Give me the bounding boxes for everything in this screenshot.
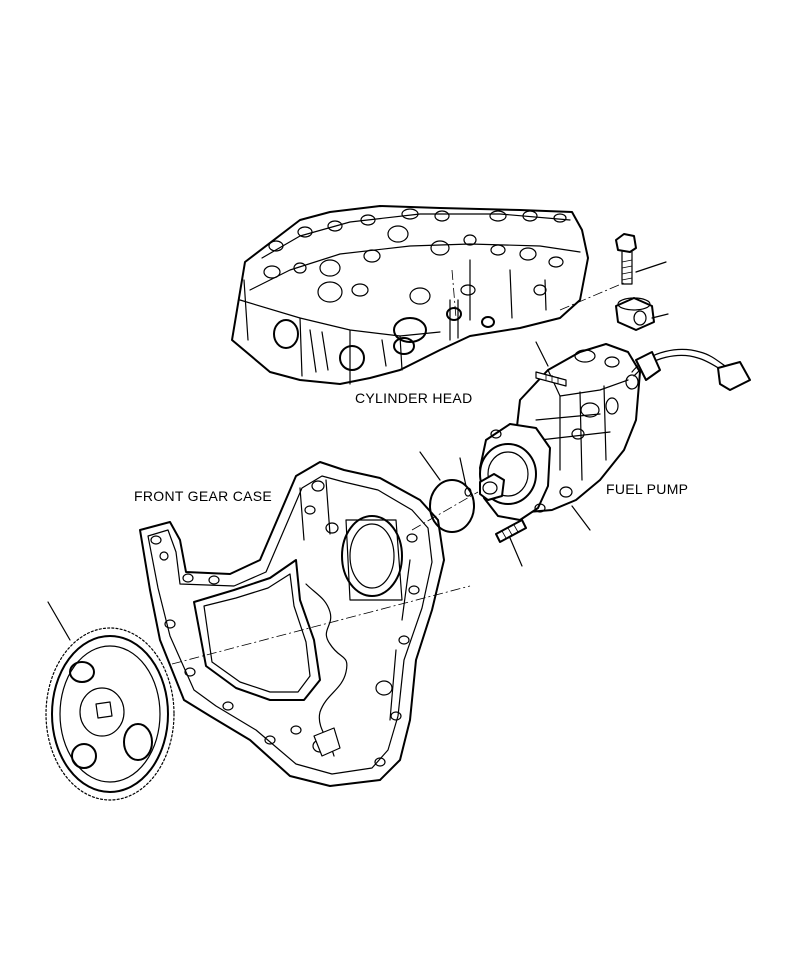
o-ring-large-drawing	[429, 479, 475, 533]
stud-drawing	[495, 519, 527, 543]
stud-leader-line	[509, 537, 523, 567]
spacer-leader-line	[651, 313, 669, 319]
fuel-pump-drawing	[479, 343, 751, 521]
pump-stud-leader-line	[535, 341, 549, 367]
front-gear-case-drawing	[139, 461, 445, 787]
cylinder-head-drawing	[231, 205, 589, 385]
bolt-leader-line	[635, 261, 667, 273]
spacer-drawing	[615, 297, 655, 331]
o-ring-large-leader-line	[419, 451, 441, 481]
gear-leader-line	[47, 601, 71, 641]
mounting-bolt-drawing	[615, 233, 637, 285]
gear-drawing	[45, 627, 175, 801]
fuel-pump-label: FUEL PUMP	[606, 481, 688, 497]
cylinder-head-label: CYLINDER HEAD	[355, 390, 472, 406]
assembly-centerlines	[171, 269, 627, 665]
pump-nut-leader-line	[571, 505, 591, 531]
o-ring-small-leader-line	[459, 457, 467, 487]
o-ring-small-drawing	[464, 487, 472, 497]
front-gear-case-label: FRONT GEAR CASE	[134, 488, 272, 504]
